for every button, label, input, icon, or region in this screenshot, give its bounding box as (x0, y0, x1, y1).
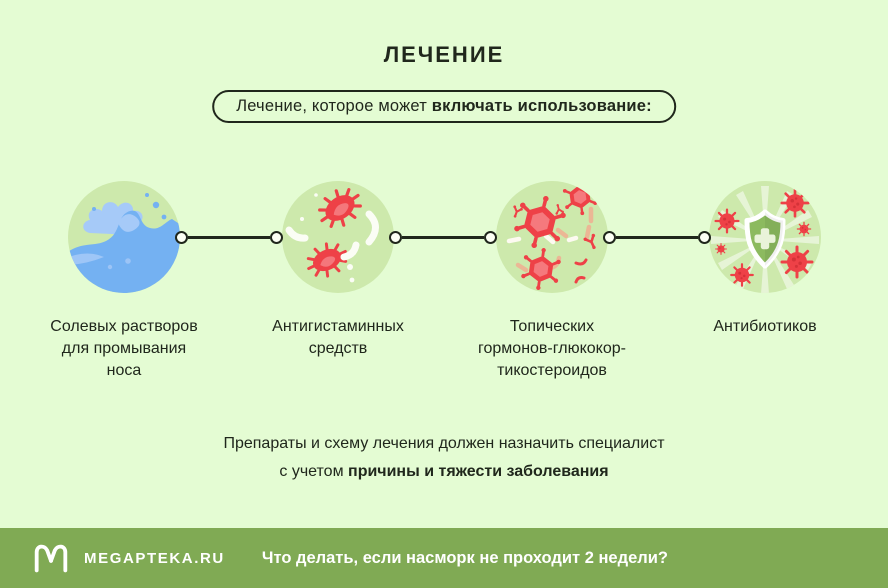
subtitle-pill: Лечение, которое может включать использо… (212, 90, 676, 123)
subtitle-text: Лечение, которое может (236, 97, 427, 115)
connector-ring (270, 231, 283, 244)
subtitle-text-bold: включать использование: (431, 97, 652, 115)
connector-ring (389, 231, 402, 244)
item-label-antibiotics: Антибиотиков (713, 318, 817, 335)
page-title: ЛЕЧЕНИЕ (383, 42, 505, 67)
saline-wave-icon (68, 181, 180, 293)
note-line1: Препараты и схему лечения должен назначи… (223, 435, 665, 452)
connector-ring (603, 231, 616, 244)
connector-line (603, 231, 711, 244)
shield-viruses-icon (709, 181, 821, 293)
megapteka-logo-icon (34, 544, 68, 573)
footer-bar: MEGAPTEKA.RU Что делать, если насморк не… (0, 528, 888, 588)
footer-brand: MEGAPTEKA.RU (84, 549, 225, 567)
connector-line (175, 231, 283, 244)
item-label-corticosteroids: Топических гормонов-глюкокор- тикостерои… (478, 318, 626, 379)
microbes-icon (282, 181, 394, 293)
connector-ring (175, 231, 188, 244)
footer-question: Что делать, если насморк не проходит 2 н… (261, 548, 668, 567)
viruses-icon (496, 181, 608, 293)
item-label-saline: Солевых растворов для промывания носа (50, 318, 198, 379)
connector-ring (484, 231, 497, 244)
disclaimer-note: Препараты и схему лечения должен назначи… (0, 430, 888, 486)
item-label-antihistamines: Антигистаминных средств (272, 318, 404, 357)
note-line2: с учетом (279, 463, 344, 480)
connector-line (389, 231, 497, 244)
note-line2-bold: причины и тяжести заболевания (348, 463, 609, 480)
connector-ring (698, 231, 711, 244)
